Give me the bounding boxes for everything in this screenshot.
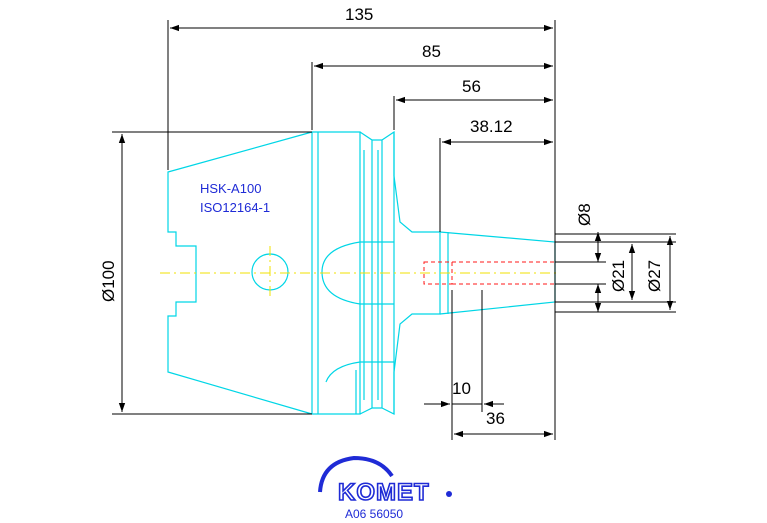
dim-bore-depth: 36	[486, 409, 505, 428]
hsk-taper	[167, 131, 313, 415]
interface-label: HSK-A100	[200, 181, 261, 196]
dim-shank-diameter: Ø27	[645, 260, 664, 292]
centerlines	[160, 246, 560, 300]
dim-thread-diameter: Ø8	[575, 203, 594, 226]
spec-labels: HSK-A100 ISO12164-1	[200, 181, 270, 215]
drive-slot	[321, 241, 394, 414]
dim-thread-length: 10	[452, 379, 471, 398]
dim-overall-length: 135	[345, 5, 373, 24]
brand-name: KOMET	[338, 479, 430, 506]
shank-cone	[439, 231, 556, 315]
dim-shank-length: 38.12	[470, 117, 513, 136]
dim-tip-diameter: Ø21	[609, 260, 628, 292]
standard-label: ISO12164-1	[200, 200, 270, 215]
dimension-lines	[112, 20, 676, 440]
part-number: A06 56050	[345, 507, 403, 521]
hidden-bore	[423, 261, 555, 285]
dimension-labels: 135 85 56 38.12 10 36 Ø100 Ø8 Ø21 Ø27	[99, 5, 664, 428]
dim-flange-to-tip: 85	[422, 42, 441, 61]
komet-logo: KOMET A06 56050	[318, 455, 452, 521]
dim-body-to-tip: 56	[462, 77, 481, 96]
logo-arc-icon	[318, 455, 394, 493]
registered-mark-icon	[446, 491, 452, 497]
dim-outer-diameter: Ø100	[99, 260, 118, 302]
